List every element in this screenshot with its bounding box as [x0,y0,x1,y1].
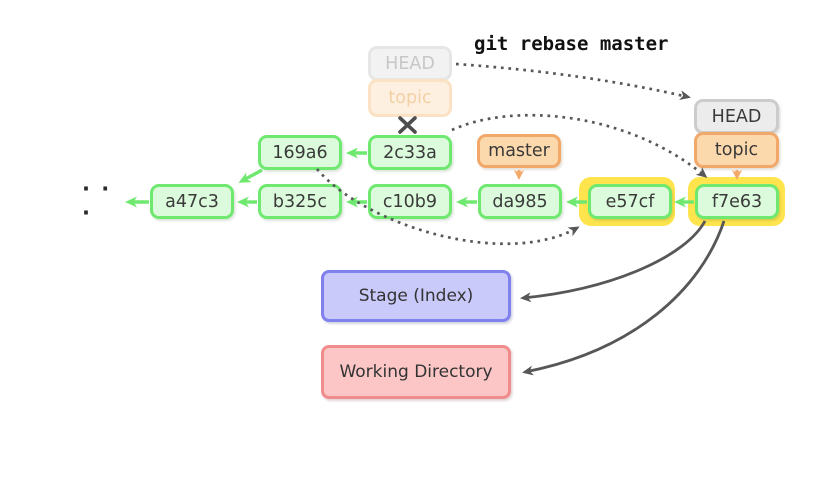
arrow-f7e63-to-working-directory [522,220,726,376]
stage-index-box: Stage (Index) [321,270,511,322]
arrow-169a6-to-a47c3 [238,168,263,183]
commit-2c33a: 2c33a [368,135,452,170]
commit-b325c: b325c [258,184,342,219]
commit-169a6: 169a6 [258,135,342,170]
commit-e57cf: e57cf [588,184,672,219]
command-title: git rebase master [474,33,669,55]
detached-pointer-x-icon [398,116,417,134]
arrow-f7e63-to-stage [520,220,707,303]
commit-c10b9: c10b9 [368,184,452,219]
old-topic-label: topic [368,79,452,117]
working-directory-box: Working Directory [321,345,511,399]
new-head-label: HEAD [694,99,779,134]
old-head-label: HEAD [368,46,452,81]
history-ellipsis: · · · [82,177,112,225]
master-branch-label: master [477,134,561,168]
new-topic-label: topic [694,132,779,168]
commit-da985: da985 [478,184,562,219]
commit-a47c3: a47c3 [150,184,234,219]
rebase-arrow-old-head-to-new-head [455,62,691,101]
commit-f7e63: f7e63 [695,184,779,219]
